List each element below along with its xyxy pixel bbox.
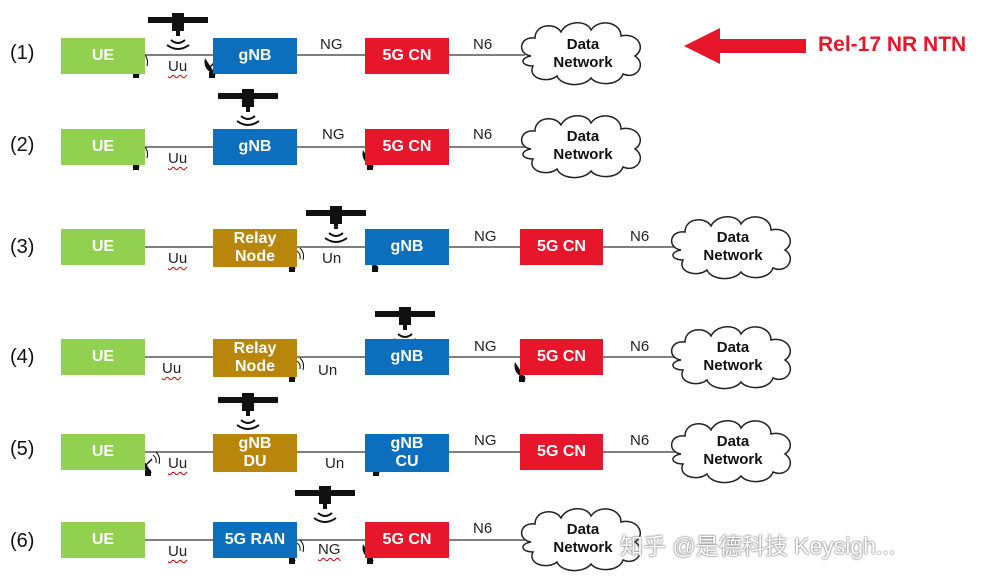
satellite-icon (294, 485, 356, 523)
interface-label: Un (322, 250, 342, 267)
core-network-box: 5G CN (365, 129, 449, 165)
cn-label: 5G CN (382, 531, 432, 548)
core-network-box: 5G CN (365, 522, 449, 558)
ue-box: UE (61, 129, 145, 165)
ue-box: UE (61, 229, 145, 265)
core-network-box: 5G CN (520, 339, 603, 375)
interface-label: NG (474, 338, 497, 355)
ue-label: UE (91, 238, 115, 255)
cn-label: 5G CN (537, 443, 586, 460)
ue-box: UE (61, 38, 145, 74)
ue-label: UE (91, 443, 115, 460)
row-label: (6) (10, 530, 35, 552)
ue-label: UE (91, 47, 115, 64)
interface-label: N6 (473, 36, 493, 53)
ue-label: UE (91, 348, 115, 365)
interface-label: NG (320, 36, 343, 53)
row-label: (2) (10, 134, 35, 156)
interface-label: Uu (168, 150, 188, 167)
release-callout: Rel-17 NR NTN (818, 33, 967, 56)
arrow-left-icon (684, 28, 806, 64)
gnb-box: gNB (213, 129, 297, 165)
core-network-box: 5G CN (520, 434, 603, 470)
interface-label: Uu (168, 250, 188, 267)
gnb-label: gNB (238, 47, 272, 64)
core-network-box: 5G CN (365, 38, 449, 74)
interface-label: NG (322, 126, 345, 143)
interface-label: N6 (630, 338, 650, 355)
cn-label: 5G CN (537, 238, 586, 255)
interface-label: Uu (168, 543, 188, 560)
row-label: (3) (10, 236, 35, 258)
row-label: (1) (10, 42, 35, 64)
core-network-box: 5G CN (520, 229, 603, 265)
ue-label: UE (91, 138, 115, 155)
interface-label: NG (474, 432, 497, 449)
satellite-icon (217, 88, 279, 126)
cn-label: 5G CN (382, 138, 432, 155)
5g-ran-box: 5G RAN (213, 522, 297, 558)
connection-lines (145, 54, 675, 541)
ue-label: UE (91, 531, 115, 548)
row-label: (4) (10, 346, 35, 368)
gnb-label: gNB (390, 238, 424, 255)
satellite-icon (374, 306, 436, 344)
interface-label: N6 (473, 520, 493, 537)
interface-label: N6 (473, 126, 493, 143)
interface-label: Uu (168, 58, 188, 75)
ue-box: UE (61, 434, 145, 470)
interface-label: N6 (630, 432, 650, 449)
interface-label: Un (325, 455, 345, 472)
satellite-icon (217, 392, 279, 430)
interface-label: Uu (162, 360, 182, 377)
interface-label: Uu (168, 455, 188, 472)
cn-label: 5G CN (537, 348, 586, 365)
gnb-box: gNB (365, 339, 449, 375)
interface-label: N6 (630, 228, 650, 245)
gnb-label: gNB (390, 348, 424, 365)
satellite-icon (305, 205, 367, 243)
interface-label: NG (474, 228, 497, 245)
watermark: 知乎 @是德科技 Keysigh... (620, 533, 896, 559)
row-label: (5) (10, 438, 35, 460)
satellite-icon (147, 12, 209, 50)
interface-label: NG (318, 541, 341, 558)
ue-box: UE (61, 339, 145, 375)
gnb-box: gNB (213, 38, 297, 74)
ran-label: 5G RAN (224, 531, 286, 548)
interface-label: Un (318, 362, 338, 379)
gnb-label: gNB (238, 138, 272, 155)
ue-box: UE (61, 522, 145, 558)
cn-label: 5G CN (382, 47, 432, 64)
gnb-box: gNB (365, 229, 449, 265)
